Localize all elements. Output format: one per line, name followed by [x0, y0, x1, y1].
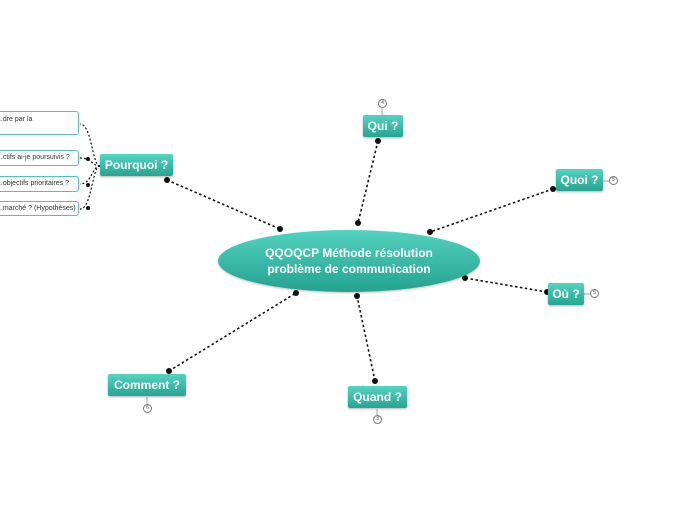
- connector-dot: [550, 186, 556, 192]
- branch-quand[interactable]: Quand ?: [348, 386, 407, 408]
- connector-qui: [357, 140, 379, 224]
- brace-dot: [86, 206, 90, 210]
- branch-quoi-count-badge[interactable]: 5: [609, 176, 618, 185]
- connector-dot: [293, 290, 299, 296]
- brace-dot: [86, 183, 90, 187]
- connector-dot: [375, 138, 381, 144]
- central-topic-line2: problème de communication: [267, 262, 431, 276]
- connector-pourquoi: [166, 179, 281, 230]
- connector-dot: [354, 293, 360, 299]
- branch-qui-count-badge[interactable]: 4: [378, 99, 387, 108]
- brace-connector: [79, 165, 101, 210]
- connector-ou: [464, 277, 548, 293]
- connector-dot: [462, 275, 468, 281]
- branch-ou[interactable]: Où ?: [548, 283, 584, 305]
- central-topic-line1: QQOQCP Méthode résolution: [265, 246, 433, 260]
- pourquoi-child-4[interactable]: ...marché ? (Hypothèses): [0, 201, 79, 216]
- connector-dot: [277, 226, 283, 232]
- brace-dot: [86, 157, 90, 161]
- connector-dot: [427, 229, 433, 235]
- branch-quoi[interactable]: Quoi ?: [556, 169, 603, 191]
- brace-connector: [79, 123, 101, 167]
- connector-quand: [356, 295, 376, 382]
- branch-quand-count-badge[interactable]: 3: [373, 415, 382, 424]
- pourquoi-child-1[interactable]: ...dre par la: [0, 111, 79, 135]
- branch-qui[interactable]: Qui ?: [363, 115, 403, 137]
- connector-dot: [166, 368, 172, 374]
- connector-quoi: [429, 188, 554, 233]
- branch-pourquoi[interactable]: Pourquoi ?: [100, 154, 173, 176]
- connector-dot: [164, 177, 170, 183]
- connector-dot: [355, 220, 361, 226]
- central-topic[interactable]: QQOQCP Méthode résolution problème de co…: [218, 230, 480, 292]
- branch-ou-count-badge[interactable]: 5: [590, 289, 599, 298]
- pourquoi-child-3[interactable]: ...objectifs prioritaires ?: [0, 176, 79, 192]
- branch-comment[interactable]: Comment ?: [108, 374, 186, 396]
- pourquoi-child-2[interactable]: ...ctifs ai-je poursuivis ?: [0, 150, 79, 166]
- branch-comment-count-badge[interactable]: 6: [143, 404, 152, 413]
- brace-connector: [79, 157, 101, 167]
- connector-dot: [372, 378, 378, 384]
- connector-comment: [168, 292, 297, 372]
